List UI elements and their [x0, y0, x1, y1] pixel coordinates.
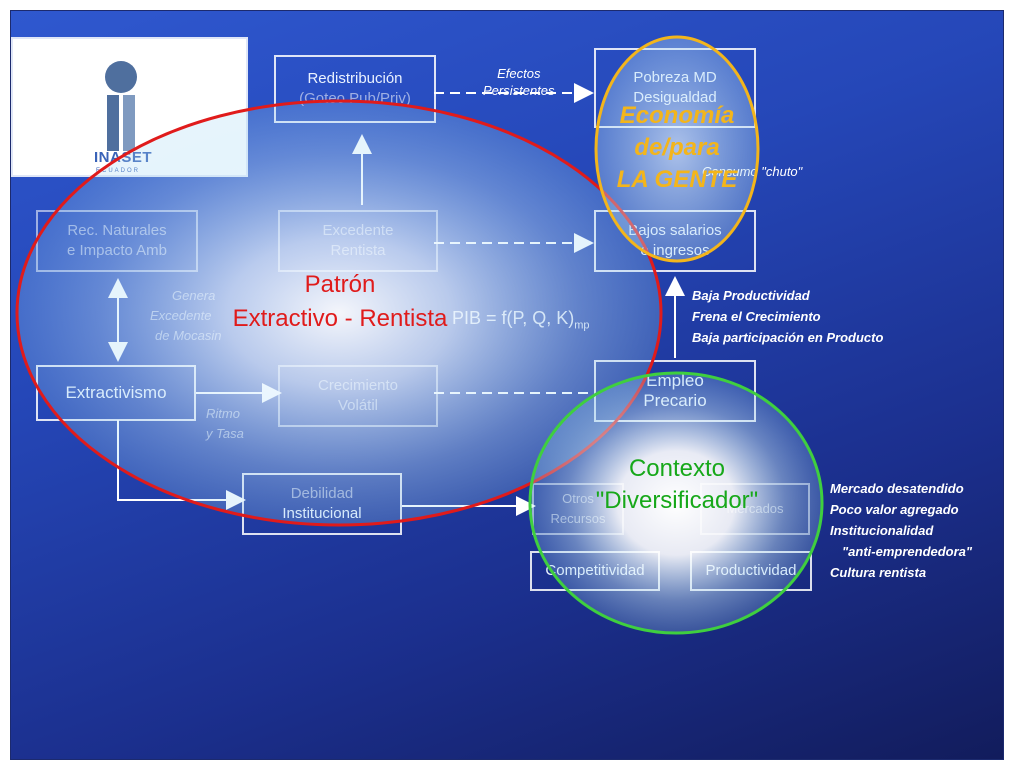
competitividad-box: Competitividad [530, 551, 660, 591]
economia-line-2: de/para [634, 134, 720, 161]
contexto-line-2: "Diversificador" [595, 487, 759, 514]
precario-label: Precario [643, 391, 707, 410]
patron-label: Patrón Extractivo - Rentista [180, 268, 500, 336]
logo-subtitle: ECUADOR [96, 168, 141, 174]
redistribucion-box: Redistribución (Goteo Pub/Priv) [274, 55, 436, 123]
crecimiento-box: Crecimiento Volátil [278, 365, 438, 427]
economia-line-3: LA GENTE [616, 166, 738, 193]
debilidad-box: Debilidad Institucional [242, 473, 402, 535]
contexto-line-1: Contexto [628, 455, 726, 482]
contexto-label: Contexto "Diversificador" [560, 453, 794, 517]
economia-label: Economía de/para LA GENTE [597, 100, 757, 196]
ritmo-note: Ritmo y Tasa [206, 404, 244, 444]
slide-background: INASET ECUADOR Redistribución (Goteo Pub… [10, 10, 1004, 760]
pib-formula-subscript: mp [574, 319, 590, 332]
crecimiento-label: Crecimiento [317, 377, 399, 394]
mercado-line-3: Institucionalidad [830, 523, 934, 538]
rec-naturales-label: Rec. Naturales [67, 222, 167, 239]
ritmo-line-2: y Tasa [206, 426, 244, 441]
empleo-label: Empleo [646, 371, 704, 390]
debilidad-label: Debilidad [290, 485, 354, 502]
empleo-box: Empleo Precario [594, 360, 756, 422]
mercado-note: Mercado desatendido Poco valor agregado … [830, 478, 972, 583]
extractivismo-label: Extractivismo [65, 383, 167, 402]
efectos-note: Efectos Persistentes [483, 65, 555, 99]
productividad-box: Productividad [690, 551, 812, 591]
bajos-salarios-label: Bajos salarios [628, 222, 722, 239]
redistribucion-label: Redistribución [307, 70, 403, 87]
excedente-label: Excedente [322, 222, 394, 239]
productividad-line-2: Frena el Crecimiento [692, 309, 821, 324]
patron-line-2: Extractivo - Rentista [232, 305, 448, 332]
efectos-line-1: Efectos [497, 66, 541, 81]
productividad-note: Baja Productividad Frena el Crecimiento … [692, 285, 883, 348]
mercado-line-1: Mercado desatendido [830, 481, 964, 496]
efectos-line-2: Persistentes [483, 83, 555, 98]
impacto-amb-label: e Impacto Amb [66, 242, 168, 259]
pobreza-label: Pobreza MD [633, 69, 717, 86]
economia-line-1: Economía [619, 102, 735, 129]
ritmo-line-1: Ritmo [206, 406, 240, 421]
inaset-logo: INASET ECUADOR [11, 37, 248, 177]
mercado-line-4: "anti-emprendedora" [842, 544, 973, 559]
institucional-label: Institucional [282, 505, 362, 522]
excedente-box: Excedente Rentista [278, 210, 438, 272]
volatil-label: Volátil [337, 397, 379, 414]
extractivismo-box: Extractivismo [36, 365, 196, 421]
ingresos-label: e ingresos [640, 242, 710, 259]
productividad-line-3: Baja participación en Producto [692, 330, 884, 345]
rentista-label: Rentista [330, 242, 386, 259]
bajos-salarios-box: Bajos salarios e ingresos [594, 210, 756, 272]
competitividad-label: Competitividad [545, 562, 645, 579]
productividad-label: Productividad [705, 562, 797, 579]
rec-naturales-box: Rec. Naturales e Impacto Amb [36, 210, 198, 272]
patron-line-1: Patrón [304, 271, 376, 298]
mercado-line-5: Cultura rentista [830, 565, 927, 580]
logo-text: INASET [94, 149, 153, 166]
productividad-line-1: Baja Productividad [692, 288, 810, 303]
mercado-line-2: Poco valor agregado [830, 502, 959, 517]
redistribucion-sublabel: (Goteo Pub/Priv) [299, 90, 411, 107]
